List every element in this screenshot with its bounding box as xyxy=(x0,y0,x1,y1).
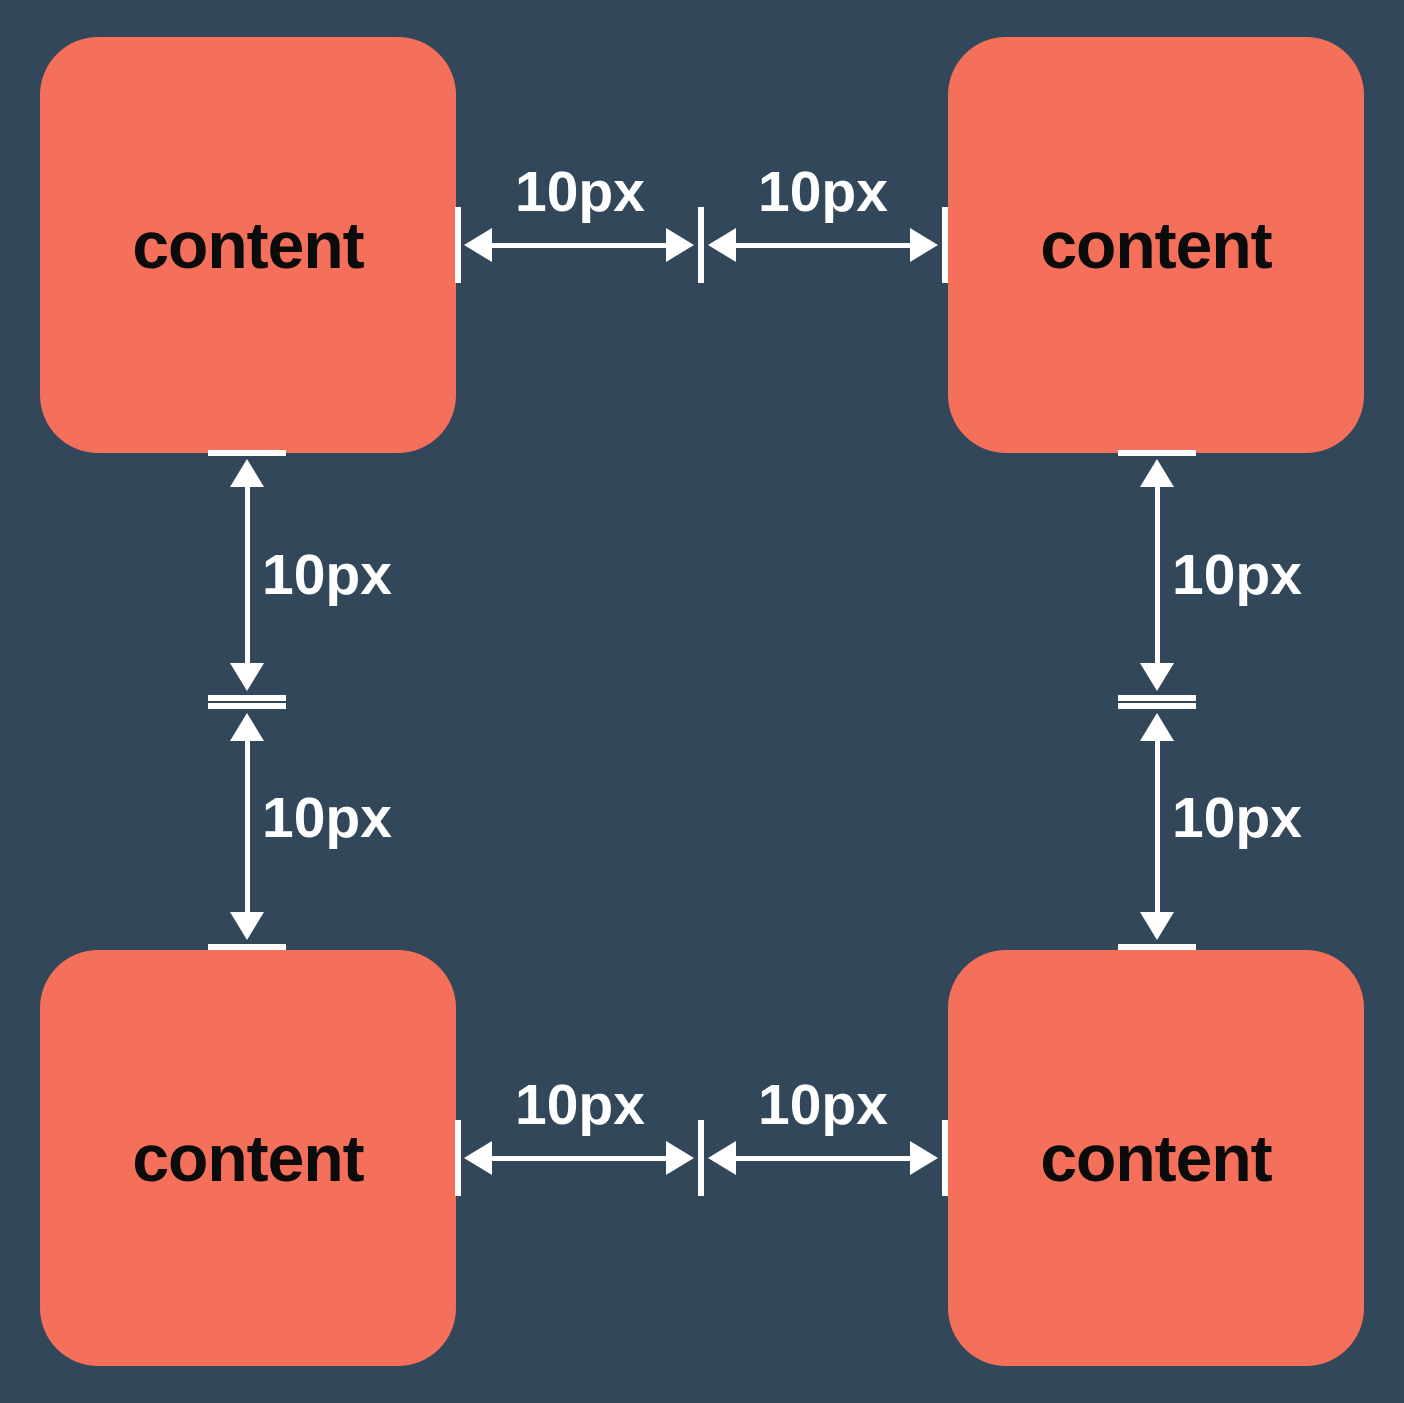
gap-label: 10px xyxy=(515,1073,645,1137)
dimension-center-tick xyxy=(698,1120,704,1196)
dimension-line xyxy=(1155,739,1160,916)
dimension-tick xyxy=(208,450,286,456)
dimension-line xyxy=(1155,485,1160,667)
gap-label: 10px xyxy=(1172,543,1302,607)
dimension-center-tick xyxy=(208,703,286,709)
gap-label: 10px xyxy=(758,1073,888,1137)
content-box-top-left: content xyxy=(40,37,456,453)
dimension-tick xyxy=(1118,450,1196,456)
gap-label: 10px xyxy=(515,160,645,224)
arrowhead-down-icon xyxy=(1140,663,1174,691)
gap-label: 10px xyxy=(262,543,392,607)
arrowhead-right-icon xyxy=(910,228,938,262)
dimension-tick xyxy=(208,944,286,950)
arrowhead-down-icon xyxy=(230,912,264,940)
dimension-center-tick xyxy=(208,695,286,701)
gap-label: 10px xyxy=(1172,786,1302,850)
content-box-label: content xyxy=(132,208,364,282)
arrowhead-left-icon xyxy=(464,1141,492,1175)
dimension-tick xyxy=(942,207,948,283)
arrowhead-down-icon xyxy=(1140,912,1174,940)
arrowhead-up-icon xyxy=(1140,459,1174,487)
dimension-line xyxy=(245,485,250,667)
gap-label: 10px xyxy=(758,160,888,224)
arrowhead-right-icon xyxy=(910,1141,938,1175)
dimension-line xyxy=(490,1156,672,1161)
arrowhead-left-icon xyxy=(464,228,492,262)
dimension-line xyxy=(734,1156,914,1161)
content-box-bottom-right: content xyxy=(948,950,1364,1366)
dimension-center-tick xyxy=(1118,695,1196,701)
arrowhead-left-icon xyxy=(708,228,736,262)
dimension-line xyxy=(734,243,914,248)
dimension-tick xyxy=(455,1120,461,1196)
content-box-bottom-left: content xyxy=(40,950,456,1366)
arrowhead-up-icon xyxy=(1140,713,1174,741)
arrowhead-right-icon xyxy=(666,228,694,262)
arrowhead-up-icon xyxy=(230,713,264,741)
content-box-label: content xyxy=(1040,208,1272,282)
dimension-tick xyxy=(942,1120,948,1196)
arrowhead-left-icon xyxy=(708,1141,736,1175)
dimension-line xyxy=(245,739,250,916)
dimension-tick xyxy=(455,207,461,283)
arrowhead-right-icon xyxy=(666,1141,694,1175)
content-box-label: content xyxy=(1040,1121,1272,1195)
arrowhead-up-icon xyxy=(230,459,264,487)
content-box-label: content xyxy=(132,1121,364,1195)
dimension-line xyxy=(490,243,672,248)
arrowhead-down-icon xyxy=(230,663,264,691)
dimension-center-tick xyxy=(698,207,704,283)
gap-label: 10px xyxy=(262,786,392,850)
dimension-center-tick xyxy=(1118,703,1196,709)
dimension-tick xyxy=(1118,944,1196,950)
content-box-top-right: content xyxy=(948,37,1364,453)
